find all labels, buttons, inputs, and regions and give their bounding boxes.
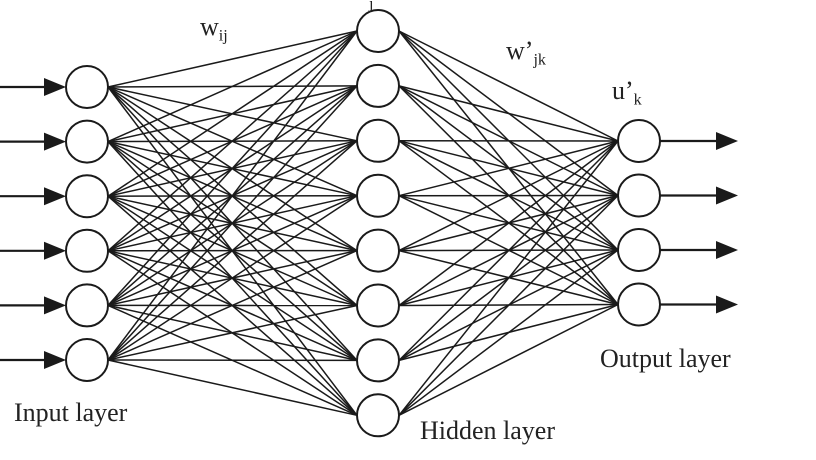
input-arrow-head (44, 351, 66, 369)
input-arrow (0, 132, 66, 151)
output-arrow (660, 241, 738, 259)
output-neuron (617, 228, 661, 272)
hidden-neuron (356, 393, 400, 438)
hidden-neuron (356, 228, 400, 273)
output-arrow (660, 186, 738, 205)
hidden-neuron (356, 338, 400, 383)
input-neuron (65, 174, 109, 219)
input-hidden-connection (107, 359, 358, 417)
input-neuron (65, 119, 109, 164)
hidden-layer-label: Hidden layer (420, 416, 556, 445)
input-hidden-connection (107, 85, 358, 361)
output-neuron (617, 173, 661, 218)
input-arrow (0, 241, 66, 260)
input-arrow-head (44, 241, 66, 260)
input-hidden-connection (107, 195, 358, 361)
input-hidden-connection (107, 249, 358, 361)
hidden-neuron (356, 173, 400, 218)
input-arrow-head (44, 132, 66, 151)
hidden-neuron (356, 118, 400, 163)
input-neuron (65, 283, 109, 328)
hidden-output-connection (398, 140, 619, 361)
hidden-output-connection (398, 140, 619, 252)
output-layer-label: Output layer (600, 344, 731, 373)
input-hidden-connection (107, 140, 358, 361)
input-arrow (0, 351, 66, 369)
input-hidden-connection (107, 30, 358, 306)
output-arrow-head (716, 132, 738, 150)
input-hidden-connection (107, 30, 358, 197)
input-hidden-connection (107, 30, 358, 252)
output-arrow (660, 132, 738, 150)
input-neuron (65, 228, 109, 273)
hidden-output-connection (398, 85, 619, 142)
output-arrow (660, 295, 738, 314)
input-arrow-head (44, 78, 66, 96)
neuron-nodes (65, 9, 661, 438)
input-hidden-connection (107, 30, 358, 143)
hidden-output-connection (398, 303, 619, 416)
hidden-output-connection (398, 194, 619, 416)
input-arrow-head (44, 187, 66, 206)
hidden-output-connection (398, 249, 619, 416)
weight-label-hidden-output: w’jk (506, 36, 546, 69)
input-arrow (0, 187, 66, 206)
hidden-output-connection (398, 140, 619, 307)
input-arrow (0, 78, 66, 96)
output-arrow-head (716, 241, 738, 259)
input-hidden-connection (107, 30, 358, 88)
hidden-output-connection (398, 30, 619, 142)
hidden-neuron (356, 63, 400, 108)
hidden-value-label: j (369, 0, 374, 13)
input-arrow-head (44, 296, 66, 315)
output-arrow-head (716, 186, 738, 205)
hidden-neuron (356, 283, 400, 328)
io-arrows (0, 78, 738, 369)
hidden-output-connection (398, 140, 619, 197)
output-neuron (617, 282, 661, 327)
output-neuron (617, 119, 661, 163)
connection-lines (107, 30, 619, 417)
input-arrow (0, 296, 66, 315)
input-hidden-connection (107, 30, 358, 361)
input-neuron (65, 65, 109, 109)
input-layer-label: Input layer (14, 398, 128, 427)
weight-label-input-hidden: wij (200, 12, 228, 45)
hidden-output-connection (398, 140, 619, 416)
input-neuron (65, 338, 109, 382)
output-arrow-head (716, 295, 738, 314)
hidden-neuron (356, 9, 400, 53)
input-hidden-connection (107, 304, 358, 361)
output-value-label: u’k (612, 76, 642, 109)
